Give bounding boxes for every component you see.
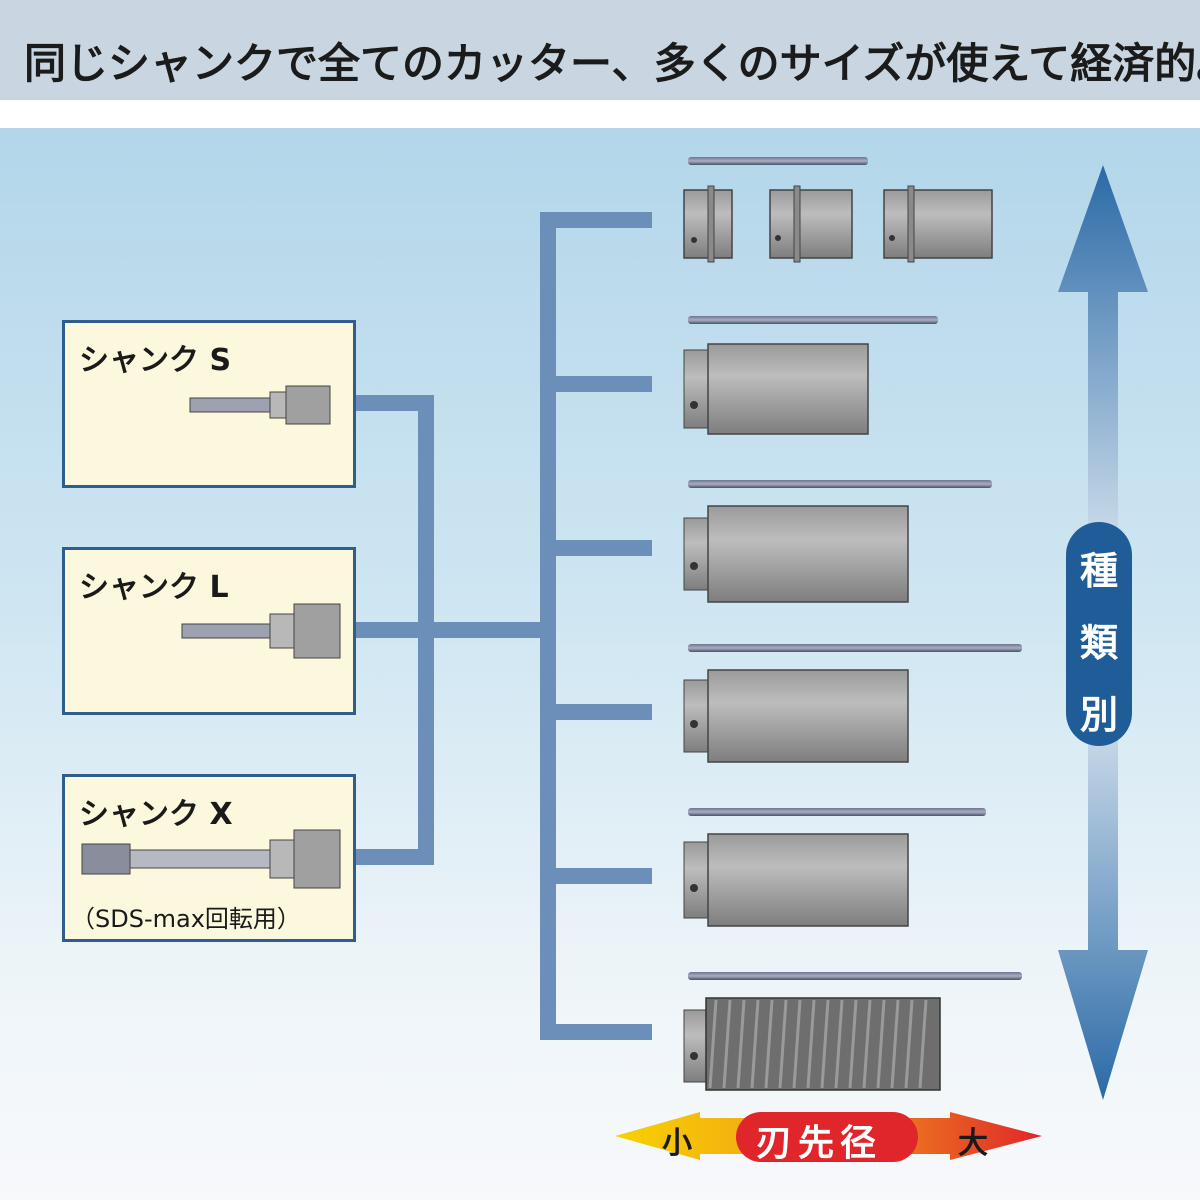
pilot-drill-2 xyxy=(688,316,938,324)
shank-l-label: シャンク L xyxy=(79,570,229,605)
shank-l-box: シャンク L xyxy=(62,547,356,715)
tool-row-5 xyxy=(683,808,986,927)
type-arrow xyxy=(1058,165,1148,1100)
size-axis-label: 刃先径 xyxy=(756,1123,883,1164)
type-axis-char-2: 類 xyxy=(1079,621,1118,665)
shank-x-box: シャンク X （SDS-max回転用） xyxy=(62,774,356,942)
size-arrow xyxy=(615,1112,1042,1162)
pilot-drill-6 xyxy=(688,972,1022,980)
small-cutter-c xyxy=(883,185,993,263)
type-pill xyxy=(1066,522,1132,746)
size-pill xyxy=(736,1112,918,1162)
pilot-drill-4 xyxy=(688,644,1022,652)
size-large-label: 大 xyxy=(958,1126,988,1161)
shank-s-label: シャンク S xyxy=(79,343,232,378)
type-axis-char-3: 別 xyxy=(1079,693,1118,737)
pilot-drill-5 xyxy=(688,808,986,816)
pilot-drill-3 xyxy=(688,480,992,488)
connector-lines xyxy=(356,212,652,1040)
connector-shank-x xyxy=(356,630,434,865)
connector-shank-s xyxy=(356,395,434,630)
tool-row-2 xyxy=(683,316,938,435)
pilot-drill-1 xyxy=(688,157,868,165)
tool-row-4 xyxy=(683,644,1022,763)
header-bar: 同じシャンクで全てのカッター、多くのサイズが使えて経済的。 xyxy=(0,0,1200,100)
type-axis-char-1: 種 xyxy=(1079,549,1118,593)
shank-x-label: シャンク X xyxy=(79,797,233,832)
small-cutter-a xyxy=(683,185,733,263)
size-small-label: 小 xyxy=(662,1126,692,1161)
shank-s-box: シャンク S xyxy=(62,320,356,488)
shank-x-note: （SDS-max回転用） xyxy=(71,905,301,933)
tool-row-3 xyxy=(683,480,992,603)
page-title: 同じシャンクで全てのカッター、多くのサイズが使えて経済的。 xyxy=(24,39,1200,88)
tool-row-1 xyxy=(683,157,993,263)
small-cutter-b xyxy=(769,185,853,263)
tool-row-6 xyxy=(683,972,1022,1091)
